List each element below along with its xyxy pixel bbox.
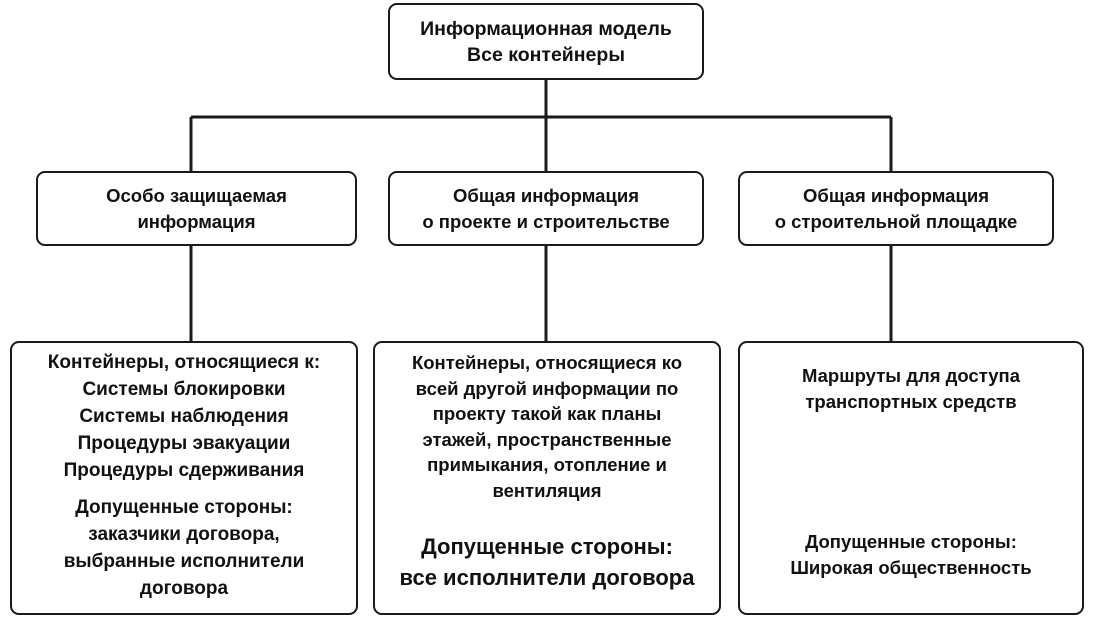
- parties-line: заказчики договора,: [88, 524, 280, 545]
- detail-text-line: этажей, пространственные: [422, 428, 672, 450]
- category-node-site-info: Общая информация о строительной площадке: [738, 171, 1054, 246]
- detail-heading: Контейнеры, относящиеся к:: [47, 352, 321, 373]
- authorized-parties: Допущенные стороны: Широкая общественнос…: [790, 529, 1031, 581]
- category-title-line: Особо защищаемая: [106, 184, 287, 206]
- parties-line: Допущенные стороны:: [421, 534, 673, 559]
- detail-text-line: проекту такой как планы: [432, 403, 662, 424]
- detail-text-line: Маршруты для доступа: [801, 365, 1020, 386]
- detail-text-line: Контейнеры, относящиеся ко: [411, 352, 683, 373]
- parties-line: Широкая общественность: [790, 557, 1032, 578]
- detail-list-item: Системы наблюдения: [79, 406, 289, 427]
- parties-line: Допущенные стороны:: [75, 497, 293, 518]
- category-node-project-info: Общая информация о проекте и строительст…: [388, 171, 704, 246]
- category-title-line: Общая информация: [803, 184, 989, 206]
- detail-text-line: вентиляция: [492, 479, 602, 501]
- root-title-line: Информационная модель: [420, 17, 672, 40]
- detail-text: Маршруты для доступа транспортных средст…: [802, 363, 1020, 415]
- authorized-parties: Допущенные стороны: все исполнители дого…: [400, 531, 695, 593]
- category-title-line: о проекте и строительстве: [422, 210, 670, 232]
- category-title-line: информация: [137, 210, 256, 232]
- detail-node-site-info: Маршруты для доступа транспортных средст…: [738, 341, 1084, 615]
- root-node-information-model: Информационная модель Все контейнеры: [388, 3, 704, 80]
- detail-list-item: Процедуры сдерживания: [63, 460, 305, 481]
- authorized-parties: Допущенные стороны: заказчики договора, …: [64, 494, 305, 602]
- detail-text-line: транспортных средств: [805, 391, 1017, 412]
- root-subtitle-line: Все контейнеры: [467, 43, 625, 66]
- detail-node-project-info: Контейнеры, относящиеся ко всей другой и…: [373, 341, 721, 615]
- detail-text-line: всей другой информации по: [415, 377, 679, 399]
- detail-node-protected-info: Контейнеры, относящиеся к: Системы блоки…: [10, 341, 358, 615]
- parties-line: договора: [139, 578, 229, 599]
- parties-line: Допущенные стороны:: [805, 531, 1017, 552]
- detail-text: Контейнеры, относящиеся ко всей другой и…: [412, 350, 682, 503]
- category-node-protected-info: Особо защищаемая информация: [36, 171, 357, 246]
- category-title-line: Общая информация: [453, 184, 639, 206]
- parties-line: выбранные исполнители: [63, 551, 305, 572]
- parties-line: все исполнители договора: [399, 565, 695, 590]
- detail-list-item: Системы блокировки: [82, 379, 286, 400]
- detail-item-list: Системы блокировки Системы наблюдения Пр…: [64, 376, 305, 484]
- detail-text-line: примыкания, отопление и: [427, 454, 667, 475]
- detail-list-item: Процедуры эвакуации: [77, 433, 291, 454]
- category-title-line: о строительной площадке: [774, 210, 1018, 232]
